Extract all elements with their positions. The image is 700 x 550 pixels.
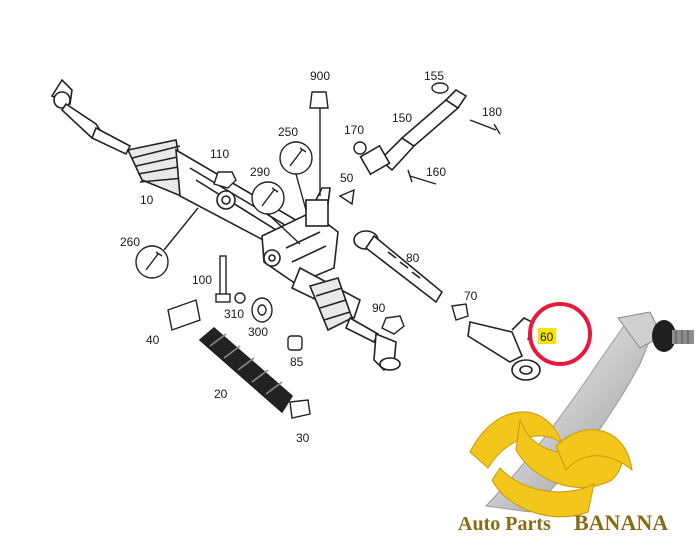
part-label: 160 — [426, 165, 446, 179]
part-label: 100 — [192, 273, 212, 287]
banana-logo-icon — [469, 411, 633, 518]
boot-20 — [198, 326, 294, 414]
part-label: 155 — [424, 69, 444, 83]
part-label: 170 — [344, 123, 364, 137]
rack-housing — [126, 139, 361, 332]
left-bellows — [126, 139, 188, 200]
part-label: 300 — [248, 325, 268, 339]
highlight-circle — [528, 302, 592, 366]
outer-tie-rod-end-60 — [467, 317, 541, 381]
part-label: 260 — [120, 235, 140, 249]
part-label: 40 — [146, 333, 160, 347]
hardware-parts — [167, 82, 501, 419]
logo-brand-prefix: Auto Parts — [458, 513, 551, 535]
part-label: 70 — [464, 289, 478, 303]
part-label: 50 — [340, 171, 354, 185]
part-label: 900 — [310, 69, 330, 83]
logo-brand-name: BANANA — [574, 510, 668, 535]
part-label: 30 — [296, 431, 310, 445]
part-labels: 900 155 180 150 170 250 110 290 160 50 1… — [120, 69, 556, 445]
wrench-callouts — [135, 141, 313, 279]
part-label: 250 — [278, 125, 298, 139]
part-label: 310 — [224, 307, 244, 321]
left-tie-rod-end — [50, 78, 132, 156]
part-label: 110 — [210, 147, 229, 161]
right-inner-tie-rod — [344, 316, 401, 372]
right-bellows-on-rack — [308, 277, 353, 332]
part-label: 150 — [392, 111, 412, 125]
part-label: 20 — [214, 387, 228, 401]
part-label: 60 — [540, 330, 554, 344]
part-label: 90 — [372, 301, 386, 315]
part-label: 85 — [290, 355, 304, 369]
label-60-highlight — [538, 328, 556, 344]
intermediate-shaft-150 — [359, 88, 468, 176]
part-label: 80 — [406, 251, 420, 265]
part-label: 10 — [140, 193, 154, 207]
part-label: 180 — [482, 105, 502, 119]
part-label: 290 — [250, 165, 270, 179]
tie-rod-80 — [353, 230, 444, 304]
